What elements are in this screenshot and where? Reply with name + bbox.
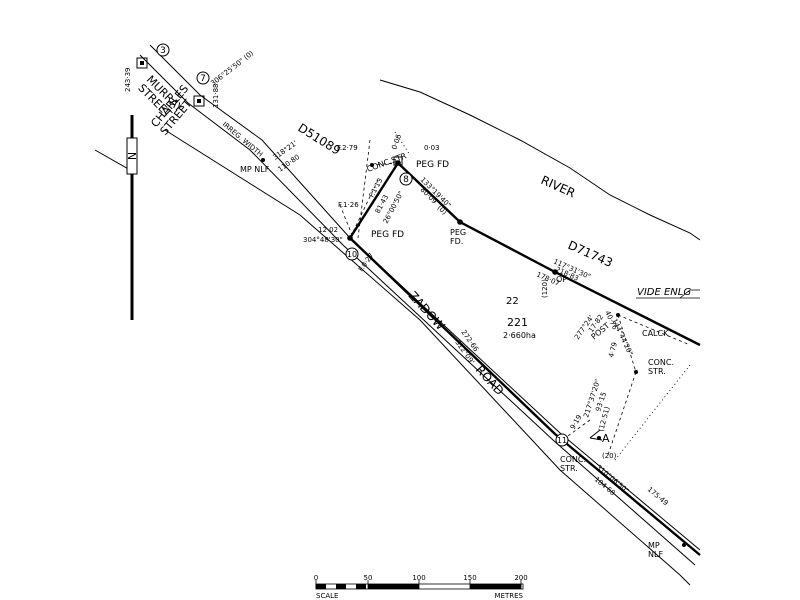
station-3: 3: [156, 43, 170, 57]
tie-peg-10: [357, 139, 371, 239]
tie-post-calck: [617, 314, 691, 346]
mark-dot-3: [682, 543, 686, 547]
street-marker-2-inner: [197, 99, 201, 103]
bearing-b36: 243·39: [124, 68, 132, 93]
scale-left-label: SCALE: [316, 592, 338, 600]
bearing-b35: 175·49: [646, 485, 670, 507]
scale-tick-100: 100: [412, 574, 425, 582]
station-8: 8: [399, 172, 413, 186]
bearing-b6: 0·03: [424, 144, 440, 152]
street-marker-2: [193, 95, 205, 107]
bearing-b15: 304°48'30": [303, 236, 343, 244]
station-11: 11: [555, 433, 569, 447]
svg-text:8: 8: [403, 175, 409, 185]
bearing-b14: 12·02: [318, 226, 338, 234]
zadow-road-north-edge: [149, 44, 701, 551]
station-7: 7: [196, 71, 210, 85]
river-bank: [379, 79, 701, 241]
vide-notch: [679, 289, 700, 299]
mark-dot-1: [370, 163, 374, 167]
conc-str-square: [393, 156, 403, 166]
bearing-b16: F.0·27: [357, 252, 375, 274]
tie-line-f113: [352, 179, 379, 233]
peg-dot-3: [347, 235, 353, 241]
peg-fd-label-1: PEG FD: [416, 160, 449, 170]
mark-dot-5: [634, 370, 638, 374]
bearing-b20: (120): [541, 279, 549, 298]
peg-dot-4: [552, 269, 558, 275]
peg-fd-label-2: PEG FD: [371, 230, 404, 240]
peg-dot-2: [457, 219, 463, 225]
bearing-b5: 0·06: [390, 133, 403, 151]
tie-post-a: [607, 314, 637, 456]
op-label: OP: [556, 275, 567, 284]
bearing-b13: F.1·26: [338, 201, 359, 209]
zadow-road-south-edge: [139, 54, 696, 566]
conc-str-label-2: CONC.STR.: [648, 358, 674, 376]
mark-dot-4: [616, 313, 620, 317]
bearing-b4: F.2·79: [337, 144, 358, 152]
bearing-b37: 131·88: [212, 84, 220, 109]
scale-tick-200: 200: [514, 574, 527, 582]
street-marker-1-inner: [140, 61, 144, 65]
bearing-b32: (20): [602, 452, 617, 460]
tie-line-f126: [339, 204, 353, 236]
vide-label: VIDE ENLG: [637, 287, 691, 298]
north-arrow-box: [126, 137, 138, 175]
river-label: RIVER: [539, 173, 578, 200]
tie-conc-str: [371, 162, 399, 166]
svg-text:10: 10: [347, 250, 357, 259]
zadow-label: ZADOW: [406, 289, 448, 333]
scale-right-label: METRES: [495, 592, 524, 600]
street-marker-1: [136, 57, 148, 69]
scale-tick-50: 50: [364, 574, 373, 582]
mark-dot-2: [261, 158, 265, 162]
tie-a-11: [564, 419, 591, 439]
scale-tick-0: 0: [314, 574, 318, 582]
dotted-ext-1: [614, 364, 691, 461]
svg-text:3: 3: [160, 46, 166, 56]
d51089-label: D51089: [295, 121, 343, 158]
mp-nlf-label-1: MP NLF: [240, 165, 270, 174]
dotted-ext-2: [394, 131, 411, 156]
bearing-b27: 4·79: [607, 341, 619, 358]
station-10: 10: [345, 247, 359, 261]
point-a-arrow: [589, 429, 603, 441]
calck-label: CALCK: [642, 329, 669, 338]
svg-text:11: 11: [557, 436, 567, 445]
conc-str-label-3: CONC.STR.: [560, 455, 586, 473]
scale-tick-150: 150: [463, 574, 476, 582]
zadow-frontage: [349, 237, 701, 556]
parcel-number: 221: [507, 316, 528, 329]
bearing-b1: 306°25'50" (0): [209, 49, 255, 87]
parcel-area: 2·660ha: [503, 331, 536, 340]
road-west-edge: [94, 149, 131, 171]
scale-bar: 0 50 100 150 200 SCALE METRES: [314, 574, 528, 600]
north-label: N: [126, 152, 139, 160]
svg-text:7: 7: [200, 74, 206, 84]
adjoining-parcel-label: 22: [506, 296, 519, 307]
point-a-label: A: [602, 432, 610, 445]
peg-dot-1: [395, 160, 401, 166]
road-outer-edge: [164, 129, 691, 586]
